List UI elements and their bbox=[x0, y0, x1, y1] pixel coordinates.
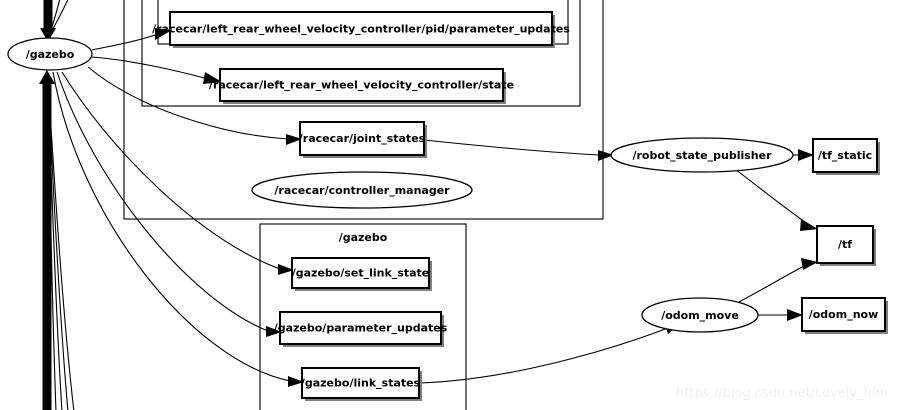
ros-node-racecar-controller-manager[interactable]: /racecar/controller_manager bbox=[251, 171, 473, 209]
edge-robot-state-publisher-to-tf-static bbox=[793, 149, 814, 161]
edge-odom-move-to-odom-now bbox=[758, 309, 803, 321]
edge-gazebo-to-gazebo-parameter-updates bbox=[56, 71, 282, 337]
ros-node-label-robot-state-publisher: /robot_state_publisher bbox=[632, 149, 772, 162]
ros-node-robot-state-publisher[interactable]: /robot_state_publisher bbox=[610, 137, 794, 173]
topic-label-gazebo-set-link-state: /gazebo/set_link_state bbox=[292, 267, 430, 280]
topic-label-racecar-joint-states: /racecar/joint_states bbox=[299, 132, 426, 145]
topic-node-racecar-joint-states[interactable]: /racecar/joint_states bbox=[299, 121, 427, 158]
topic-label-odom-now: /odom_now bbox=[809, 308, 879, 321]
topic-node-gazebo-parameter-updates[interactable]: /gazebo/parameter_updates bbox=[274, 311, 448, 347]
topic-node-racecar-lrw-state[interactable]: /racecar/left_rear_wheel_velocity_contro… bbox=[209, 68, 514, 104]
cluster-racecar-inner bbox=[141, 0, 581, 107]
topic-label-racecar-lrw-state: /racecar/left_rear_wheel_velocity_contro… bbox=[209, 79, 514, 92]
topic-label-tf-static: /tf_static bbox=[818, 149, 872, 162]
ros-node-gazebo[interactable]: /gazebo bbox=[7, 37, 93, 71]
edge-gazebo-to-lrw-state bbox=[91, 56, 222, 84]
edge-gazebo-to-link-states bbox=[52, 71, 304, 387]
edge-odom-move-to-tf bbox=[738, 258, 818, 303]
edge-gazebo-to-set-link-state bbox=[61, 71, 294, 275]
topic-nodes-group: /racecar/left_rear_wheel_velocity_contro… bbox=[152, 11, 888, 401]
csdn-watermark: https://blog.csdn.net/Lovely_him bbox=[676, 386, 889, 401]
edge-link-states-to-odom-move bbox=[418, 322, 681, 384]
cluster-group: /gazebo bbox=[123, 0, 604, 410]
topic-label-gazebo-parameter-updates: /gazebo/parameter_updates bbox=[274, 322, 448, 335]
topic-node-tf-static[interactable]: /tf_static bbox=[812, 138, 880, 175]
edge-gazebo-to-joint-states bbox=[87, 66, 302, 145]
edge-gazebo-to-pid-parameter-updates bbox=[91, 28, 172, 51]
topic-label-racecar-lrw-pid-parameter-updates: /racecar/left_rear_wheel_velocity_contro… bbox=[152, 23, 570, 36]
ros-node-odom-move[interactable]: /odom_move bbox=[641, 297, 759, 333]
ros-node-label-odom-move: /odom_move bbox=[661, 309, 739, 322]
ros-nodes-group: /gazebo /racecar/controller_manager /rob… bbox=[7, 37, 794, 333]
edge-robot-state-publisher-to-tf bbox=[734, 168, 818, 231]
topic-node-odom-now[interactable]: /odom_now bbox=[801, 297, 888, 334]
edge-bundle-bottom-in bbox=[39, 70, 75, 410]
edges-group bbox=[39, 0, 818, 410]
ros-node-label-gazebo: /gazebo bbox=[26, 48, 75, 61]
topic-label-tf: /tf bbox=[838, 238, 852, 251]
edge-bundle-top-in bbox=[40, 0, 69, 42]
topic-node-gazebo-link-states[interactable]: /gazebo/link_states bbox=[301, 367, 422, 401]
topic-node-tf[interactable]: /tf bbox=[816, 225, 876, 266]
edge-joint-states-to-robot-state-publisher bbox=[423, 139, 614, 161]
cluster-racecar-outer bbox=[123, 0, 604, 220]
ros-node-label-racecar-controller-manager: /racecar/controller_manager bbox=[274, 184, 450, 197]
cluster-gazebo-label: /gazebo bbox=[339, 231, 388, 244]
topic-node-gazebo-set-link-state[interactable]: /gazebo/set_link_state bbox=[291, 257, 432, 291]
cluster-gazebo-box bbox=[259, 223, 467, 410]
topic-node-racecar-lrw-pid-parameter-updates[interactable]: /racecar/left_rear_wheel_velocity_contro… bbox=[152, 11, 570, 48]
topic-label-gazebo-link-states: /gazebo/link_states bbox=[301, 377, 421, 390]
